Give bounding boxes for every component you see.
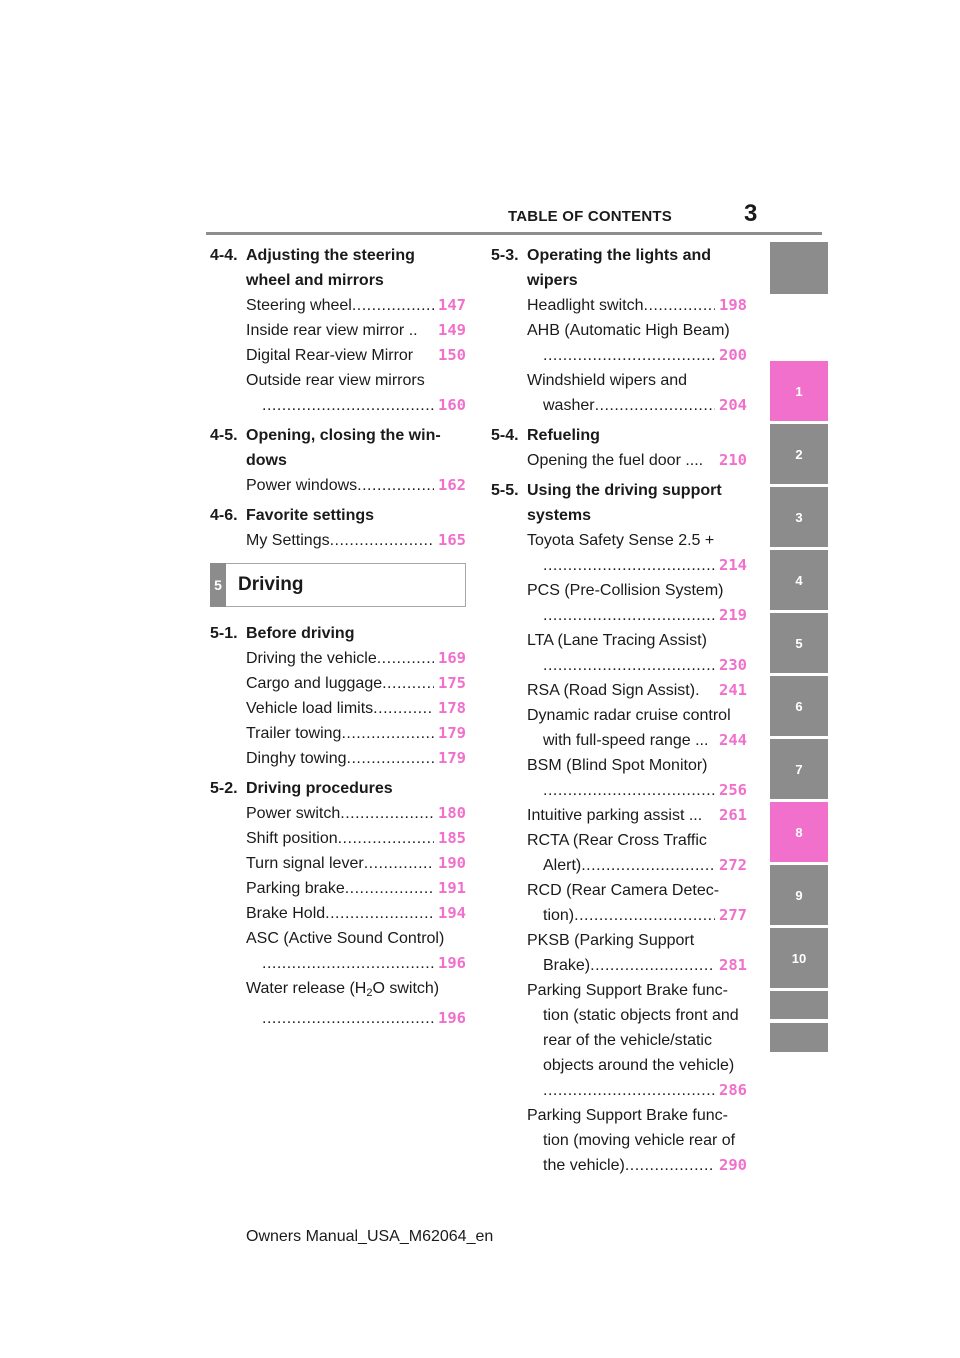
page-link[interactable]: 277 bbox=[719, 906, 747, 924]
page-link[interactable]: 281 bbox=[719, 956, 747, 974]
toc-entry[interactable]: AHB (Automatic High Beam) 200 bbox=[491, 318, 747, 368]
page-link[interactable]: 185 bbox=[438, 829, 466, 847]
page-link[interactable]: 150 bbox=[438, 346, 466, 364]
page-link[interactable]: 191 bbox=[438, 879, 466, 897]
page-link[interactable]: 230 bbox=[719, 656, 747, 674]
toc-entry[interactable]: Turn signal lever190 bbox=[210, 851, 466, 876]
section-heading[interactable]: 5-2. Driving procedures bbox=[210, 780, 393, 797]
toc-entry[interactable]: Outside rear view mirrors 160 bbox=[210, 368, 466, 418]
page-link[interactable]: 290 bbox=[719, 1156, 747, 1174]
page-link[interactable]: 256 bbox=[719, 781, 747, 799]
page-link[interactable]: 165 bbox=[438, 531, 466, 549]
toc-entry[interactable]: Brake Hold194 bbox=[210, 901, 466, 926]
toc-entry[interactable]: Steering wheel147 bbox=[210, 293, 466, 318]
section-heading[interactable]: 4-5. Opening, closing the win-dows bbox=[210, 427, 441, 469]
chapter-tab-3[interactable]: 3 bbox=[770, 487, 828, 547]
chapter-tab-1[interactable]: 1 bbox=[770, 361, 828, 421]
page-link[interactable]: 160 bbox=[438, 396, 466, 414]
page-link[interactable]: 169 bbox=[438, 649, 466, 667]
page-link[interactable]: 219 bbox=[719, 606, 747, 624]
chapter-tab-10[interactable]: 10 bbox=[770, 928, 828, 988]
page-link[interactable]: 180 bbox=[438, 804, 466, 822]
toc-entry[interactable]: PCS (Pre-Collision System) 219 bbox=[491, 578, 747, 628]
toc-entry[interactable]: Dinghy towing179 bbox=[210, 746, 466, 771]
header-rule bbox=[206, 232, 822, 235]
page-link[interactable]: 162 bbox=[438, 476, 466, 494]
toc-entry[interactable]: Trailer towing179 bbox=[210, 721, 466, 746]
page-link[interactable]: 194 bbox=[438, 904, 466, 922]
section-heading[interactable]: 4-6. Favorite settings bbox=[210, 507, 375, 524]
toc-entry[interactable]: Windshield wipers and washer204 bbox=[491, 368, 747, 418]
chapter-tab-blank[interactable] bbox=[770, 242, 828, 294]
toc-entry[interactable]: Driving the vehicle169 bbox=[210, 646, 466, 671]
toc-entry[interactable]: Intuitive parking assist ...261 bbox=[491, 803, 747, 828]
toc-entry[interactable]: RCD (Rear Camera Detec- tion)277 bbox=[491, 878, 747, 928]
toc-entry[interactable]: LTA (Lane Tracing Assist) 230 bbox=[491, 628, 747, 678]
page-link[interactable]: 286 bbox=[719, 1081, 747, 1099]
toc-entry[interactable]: Headlight switch198 bbox=[491, 293, 747, 318]
toc-entry[interactable]: ASC (Active Sound Control) 196 bbox=[210, 926, 466, 976]
page-link[interactable]: 196 bbox=[438, 1009, 466, 1027]
page-link[interactable]: 244 bbox=[719, 731, 747, 749]
page-number: 3 bbox=[744, 200, 758, 227]
chapter-tab-4[interactable]: 4 bbox=[770, 550, 828, 610]
toc-entry[interactable]: Power windows162 bbox=[210, 473, 466, 498]
chapter-tab-5[interactable]: 5 bbox=[770, 613, 828, 673]
page-link[interactable]: 210 bbox=[719, 451, 747, 469]
page-link[interactable]: 175 bbox=[438, 674, 466, 692]
toc-entry[interactable]: Opening the fuel door ....210 bbox=[491, 448, 747, 473]
page-link[interactable]: 261 bbox=[719, 806, 747, 824]
page-link[interactable]: 190 bbox=[438, 854, 466, 872]
toc-entry[interactable]: RCTA (Rear Cross Traffic Alert)272 bbox=[491, 828, 747, 878]
page-link[interactable]: 204 bbox=[719, 396, 747, 414]
section-heading[interactable]: 5-4. Refueling bbox=[491, 427, 600, 444]
page-link[interactable]: 272 bbox=[719, 856, 747, 874]
page-link[interactable]: 200 bbox=[719, 346, 747, 364]
toc-entry[interactable]: Power switch180 bbox=[210, 801, 466, 826]
chapter-tab-end[interactable] bbox=[770, 1023, 828, 1052]
toc-entry[interactable]: My Settings165 bbox=[210, 528, 466, 553]
section-heading[interactable]: 5-1. Before driving bbox=[210, 625, 355, 642]
page-link[interactable]: 196 bbox=[438, 954, 466, 972]
page-link[interactable]: 214 bbox=[719, 556, 747, 574]
toc-entry[interactable]: BSM (Blind Spot Monitor) 256 bbox=[491, 753, 747, 803]
header-title: TABLE OF CONTENTS bbox=[508, 208, 672, 225]
chapter-tab-6[interactable]: 6 bbox=[770, 676, 828, 736]
chapter-heading-box[interactable]: 5 Driving bbox=[210, 563, 466, 607]
chapter-number: 5 bbox=[210, 563, 226, 607]
toc-entry[interactable]: Parking Support Brake func- tion (static… bbox=[491, 978, 747, 1103]
page-link[interactable]: 179 bbox=[438, 724, 466, 742]
page-link[interactable]: 147 bbox=[438, 296, 466, 314]
toc-entry[interactable]: Parking Support Brake func- tion (moving… bbox=[491, 1103, 747, 1178]
toc-entry[interactable]: Water release (H2O switch) 196 bbox=[210, 976, 466, 1031]
page-link[interactable]: 179 bbox=[438, 749, 466, 767]
toc-entry[interactable]: RSA (Road Sign Assist).241 bbox=[491, 678, 747, 703]
toc-entry[interactable]: Parking brake191 bbox=[210, 876, 466, 901]
page-link[interactable]: 149 bbox=[438, 321, 466, 339]
chapter-tab-8[interactable]: 8 bbox=[770, 802, 828, 862]
page-link[interactable]: 198 bbox=[719, 296, 747, 314]
toc-entry[interactable]: Cargo and luggage175 bbox=[210, 671, 466, 696]
toc-entry[interactable]: Inside rear view mirror ..149 bbox=[210, 318, 466, 343]
chapter-tab-index[interactable] bbox=[770, 991, 828, 1019]
toc-entry[interactable]: Dynamic radar cruise control with full-s… bbox=[491, 703, 747, 753]
chapter-title: Driving bbox=[238, 574, 304, 595]
chapter-tab-2[interactable]: 2 bbox=[770, 424, 828, 484]
toc-entry[interactable]: PKSB (Parking Support Brake)281 bbox=[491, 928, 747, 978]
toc-entry[interactable]: Toyota Safety Sense 2.5 + 214 bbox=[491, 528, 747, 578]
toc-entry[interactable]: Shift position185 bbox=[210, 826, 466, 851]
chapter-tab-9[interactable]: 9 bbox=[770, 865, 828, 925]
page-link[interactable]: 178 bbox=[438, 699, 466, 717]
footer-doc-id: Owners Manual_USA_M62064_en bbox=[246, 1228, 494, 1245]
page-link[interactable]: 241 bbox=[719, 681, 747, 699]
chapter-tab-7[interactable]: 7 bbox=[770, 739, 828, 799]
toc-entry[interactable]: Vehicle load limits178 bbox=[210, 696, 466, 721]
